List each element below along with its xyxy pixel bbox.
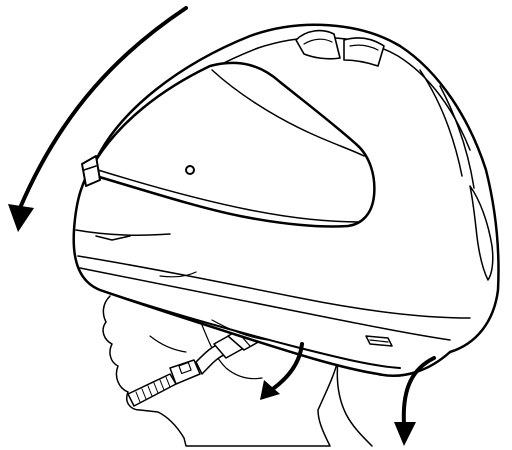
helmet-icon: [74, 25, 499, 376]
chin-strap-icon: [128, 326, 262, 406]
